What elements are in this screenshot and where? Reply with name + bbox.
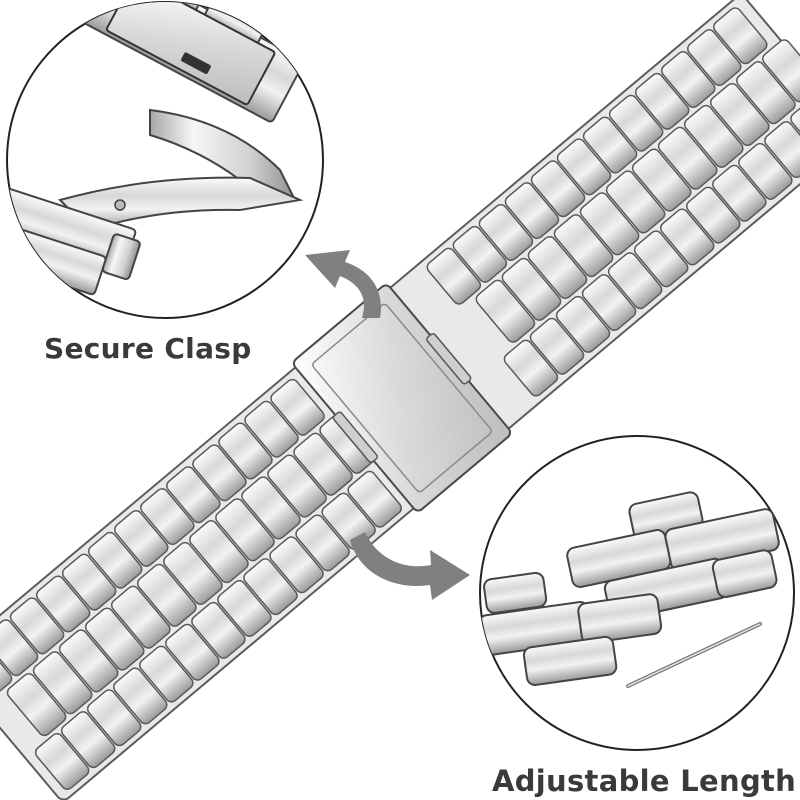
strap-link [426,247,482,305]
strap-link [686,186,741,244]
strap-link [607,252,663,310]
strap-link [478,203,534,261]
strap-link [293,432,353,496]
strap-link [501,257,562,321]
strap-link [166,466,221,524]
adjustable-length-caption: Adjustable Length [492,764,797,798]
strap-link [709,82,770,147]
strap-link [633,230,689,288]
strap-link [0,641,13,699]
strap-link [9,597,65,655]
strap-link [191,601,246,659]
strap-link [84,607,145,671]
strap-link [556,138,612,196]
strap-link [631,148,692,212]
strap-link [86,689,142,747]
strap-link [579,192,640,256]
strap-link [136,563,197,627]
strap-link [34,733,90,790]
secure-clasp-caption: Secure Clasp [44,332,252,365]
strap-link [295,514,350,572]
strap-link [347,470,402,528]
strap-link [267,454,327,518]
strap-link [87,531,143,589]
strap-link [529,317,585,375]
strap-link [189,520,249,584]
strap-link [713,7,768,65]
strap-link [215,498,275,562]
strap-link [683,104,744,168]
strap-link [553,214,614,278]
strap-link [0,619,39,677]
strap-link [110,585,171,649]
strap-link [504,182,560,240]
strap-link [139,645,194,703]
strap-link [608,94,664,152]
strap-link [217,580,272,638]
strap-link [503,339,559,397]
strap-link [218,422,273,480]
strap-link [244,400,299,458]
strap-link [165,623,220,681]
links-detail-circle [479,435,795,751]
strap-link [140,488,195,546]
strap-link [738,142,793,200]
strap-link [530,160,586,218]
strap-link [61,553,117,611]
strap-link [659,208,715,266]
strap-link [32,651,93,715]
strap-link [657,126,718,190]
strap-link [527,235,588,300]
strap-link [241,476,301,540]
strap-link [634,72,690,130]
strap-link [660,50,716,108]
strap-link [582,116,638,174]
strap-link [6,673,67,737]
strap-link [192,444,247,502]
clasp-detail-circle [6,1,324,319]
strap-link [764,121,800,179]
strap-link [163,541,223,606]
curved-arrow-right-icon [350,532,470,600]
strap-link [35,575,91,633]
strap-link [114,509,169,567]
strap-link [243,558,298,616]
strap-link [270,378,325,436]
strap-link [555,295,611,353]
strap-link [113,667,168,725]
strap-link [60,711,116,769]
strap-link [452,225,508,283]
strap-link [269,536,324,594]
strap-link [712,164,767,222]
strap-link [58,629,119,693]
strap-link [475,279,536,343]
strap-link [581,274,637,332]
strap-link [736,61,796,125]
strap-link [687,29,742,87]
strap-link [605,170,666,234]
curved-arrow-up-icon [305,250,381,318]
strap-link [762,39,800,103]
